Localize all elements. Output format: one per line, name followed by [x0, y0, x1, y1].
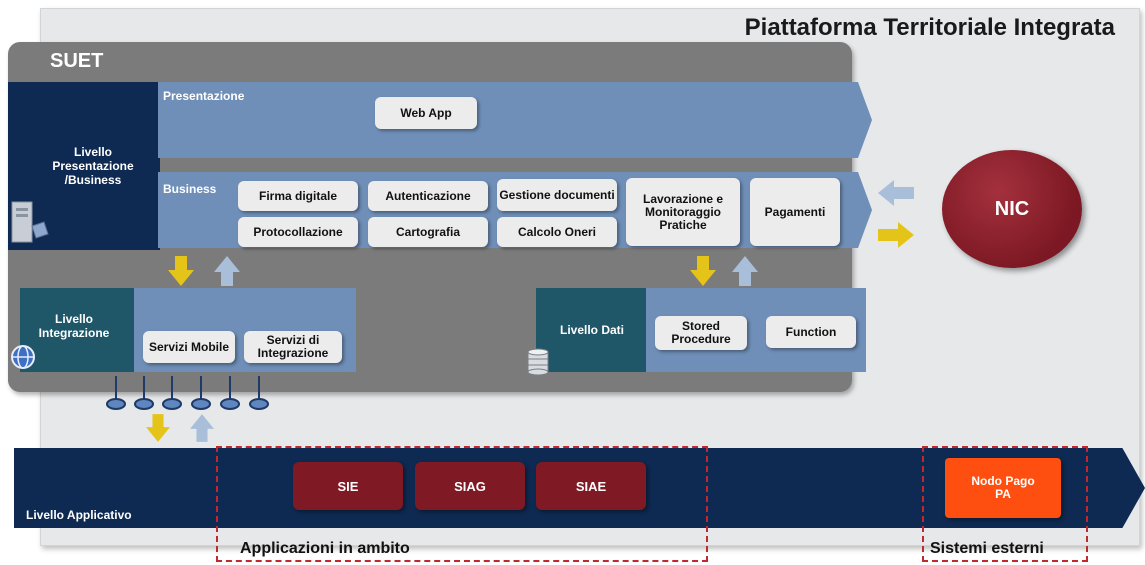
integrazione-label: Livello Integrazione	[38, 312, 110, 340]
applicazioni-in-ambito-group	[216, 446, 708, 562]
arrow-up-icon	[190, 414, 214, 442]
calcolo-oneri-box: Calcolo Oneri	[497, 217, 617, 247]
presentazione-bar	[158, 82, 872, 158]
integrazione-side	[20, 288, 136, 372]
app-siag: SIAG	[415, 462, 525, 510]
lavorazione-box: Lavorazione e Monitoraggio Pratiche	[626, 178, 740, 246]
arrow-up-icon	[732, 256, 758, 286]
cartografia-box: Cartografia	[368, 217, 488, 247]
business-label: Business	[163, 182, 217, 196]
server-icon	[11, 201, 49, 243]
web-app-box: Web App	[375, 97, 477, 129]
nic-node: NIC	[942, 150, 1082, 268]
presentation-business-label: Livello Presentazione /Business	[52, 145, 134, 187]
app-siae: SIAE	[536, 462, 646, 510]
pagamenti-box: Pagamenti	[750, 178, 840, 246]
presentation-business-side	[8, 82, 160, 250]
autenticazione-box: Autenticazione	[368, 181, 488, 211]
arrow-down-icon	[168, 256, 194, 286]
globe-icon	[11, 345, 35, 369]
app-sie: SIE	[293, 462, 403, 510]
platform-title: Piattaforma Territoriale Integrata	[744, 14, 1115, 41]
arrow-left-icon	[878, 180, 914, 206]
dati-side	[536, 288, 648, 372]
arrow-down-icon	[146, 414, 170, 442]
arrow-right-icon	[878, 222, 914, 248]
presentazione-label: Presentazione	[163, 89, 245, 103]
stored-procedure-box: Stored Procedure	[655, 316, 747, 350]
database-icon	[527, 348, 549, 376]
dati-label: Livello Dati	[559, 323, 624, 337]
arrow-down-icon	[690, 256, 716, 286]
servizi-mobile-box: Servizi Mobile	[143, 331, 235, 363]
protocollazione-box: Protocollazione	[238, 217, 358, 247]
sistemi-esterni-group	[922, 446, 1088, 562]
function-box: Function	[766, 316, 856, 348]
arrow-up-icon	[214, 256, 240, 286]
applicativo-label: Livello Applicativo	[26, 508, 132, 522]
connector-icon	[106, 376, 269, 410]
firma-digitale-box: Firma digitale	[238, 181, 358, 211]
nodo-pago-pa: Nodo Pago PA	[945, 458, 1061, 518]
servizi-integrazione-box: Servizi di Integrazione	[244, 331, 342, 363]
sistemi-esterni-label: Sistemi esterni	[930, 540, 1044, 557]
applicazioni-in-ambito-label: Applicazioni in ambito	[240, 540, 410, 557]
suet-title: SUET	[50, 50, 104, 72]
gestione-documenti-box: Gestione documenti	[497, 179, 617, 211]
